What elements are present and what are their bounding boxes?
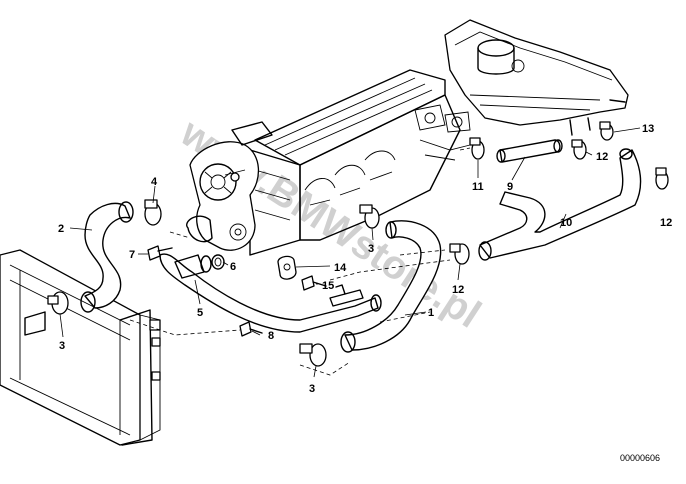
clamp-4 bbox=[144, 199, 162, 226]
callout-4: 4 bbox=[151, 176, 158, 188]
callout-3-left: 3 bbox=[59, 340, 65, 352]
clamp-13 bbox=[599, 121, 614, 141]
guide-lines bbox=[129, 147, 471, 376]
engine-block bbox=[249, 69, 471, 256]
clamp-12-middle bbox=[449, 243, 470, 265]
callout-11: 11 bbox=[472, 181, 484, 193]
callout-3-middle: 3 bbox=[368, 243, 374, 255]
callout-8: 8 bbox=[268, 330, 274, 342]
reference-number: 00000606 bbox=[620, 453, 660, 463]
hose-10 bbox=[478, 148, 642, 261]
clamp-11 bbox=[469, 137, 485, 160]
callout-13: 13 bbox=[642, 123, 654, 135]
fasteners bbox=[147, 245, 364, 337]
hose-1 bbox=[340, 220, 442, 353]
leader-lines bbox=[59, 127, 666, 378]
pipe-5 bbox=[159, 253, 382, 333]
o-ring-6 bbox=[211, 254, 225, 270]
callout-12-middle: 12 bbox=[452, 284, 464, 296]
callout-15: 15 bbox=[322, 280, 334, 292]
callout-12-upper: 12 bbox=[596, 151, 608, 163]
callout-2: 2 bbox=[58, 223, 64, 235]
connector-pipe bbox=[329, 284, 364, 307]
callout-10: 10 bbox=[560, 217, 572, 229]
clamp-3-lower bbox=[299, 343, 327, 367]
radiator bbox=[0, 249, 161, 446]
hose-9 bbox=[496, 139, 563, 163]
expansion-tank bbox=[444, 19, 629, 136]
clamp-12-right bbox=[655, 167, 669, 190]
clamp-12-upper bbox=[571, 139, 587, 160]
screw-7 bbox=[147, 245, 173, 261]
callout-6: 6 bbox=[230, 261, 236, 273]
callout-labels: 1 2 3 3 3 4 5 6 7 8 9 10 11 12 12 12 13 … bbox=[58, 123, 672, 395]
callout-1: 1 bbox=[428, 307, 434, 319]
bolt-15 bbox=[301, 275, 327, 291]
callout-5: 5 bbox=[197, 307, 203, 319]
clamps bbox=[47, 121, 669, 367]
callout-12-right: 12 bbox=[660, 217, 672, 229]
sensor-14 bbox=[277, 255, 297, 280]
screw-8 bbox=[239, 321, 263, 337]
callout-9: 9 bbox=[507, 181, 513, 193]
callout-14: 14 bbox=[334, 262, 347, 274]
callout-7: 7 bbox=[129, 249, 135, 261]
callout-3-bottom: 3 bbox=[309, 383, 315, 395]
hose-2 bbox=[80, 201, 134, 313]
water-pump bbox=[186, 121, 273, 251]
